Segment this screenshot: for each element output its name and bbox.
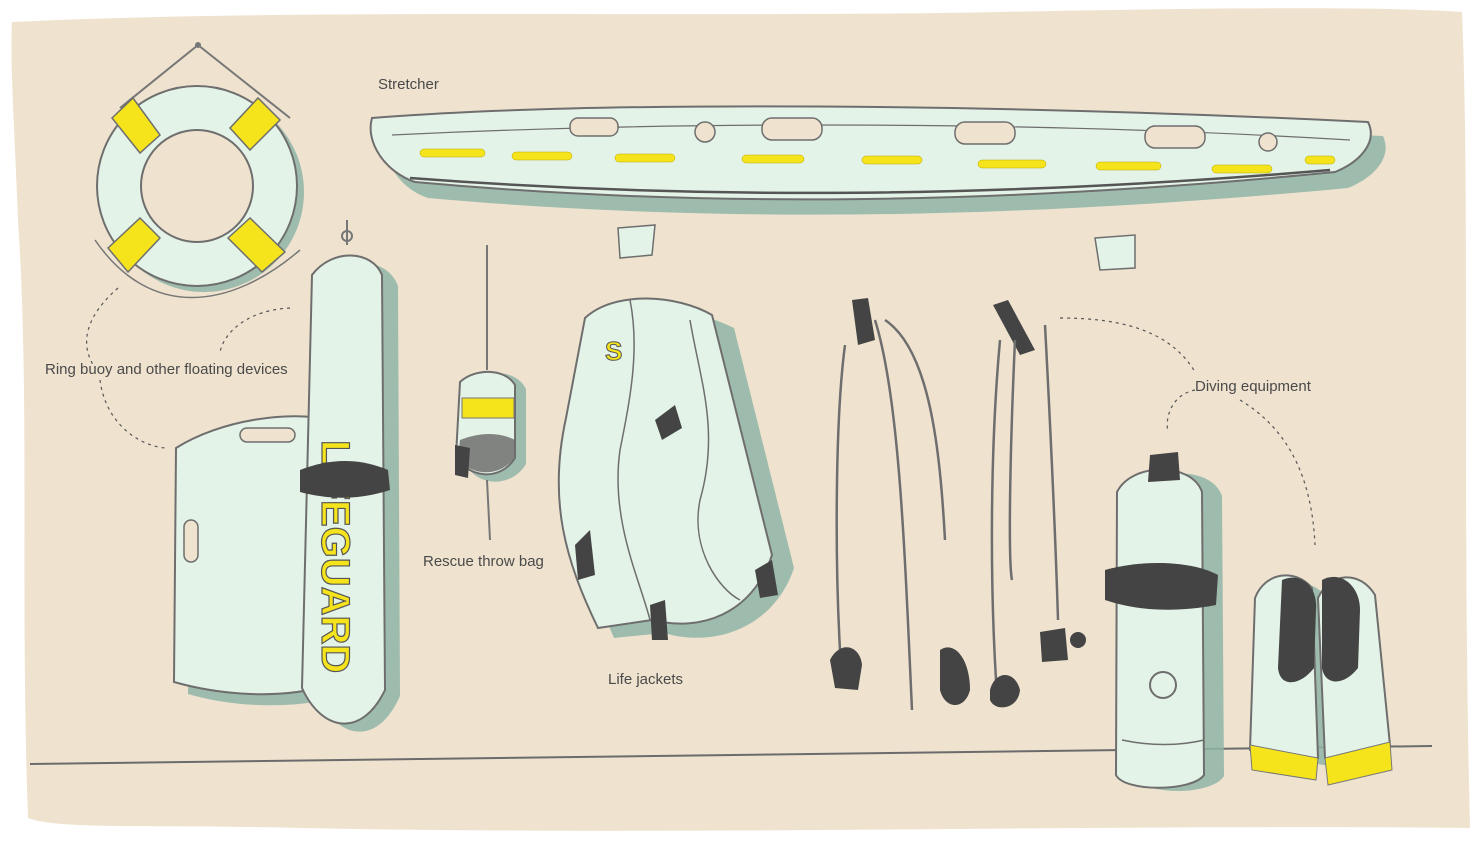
air-tank [1105,452,1224,791]
diving-fins [1248,574,1393,786]
life-jackets-label: Life jackets [608,671,684,688]
throw-bag [454,245,526,541]
rescue-tube: LIFEGUARD [300,220,400,732]
diving-equipment-label: Diving equipment [1195,378,1311,395]
life-jackets: S [557,297,794,640]
stretcher-label: Stretcher [378,76,439,93]
ring-buoy-label: Ring buoy and other floating devices [45,361,288,378]
throw-bag-label: Rescue throw bag [423,553,544,570]
diving-leader-3 [1239,399,1316,546]
diving-leader [1059,317,1196,373]
svg-text:S: S [605,336,622,366]
regulator-set-1 [830,298,970,711]
regulator-set-2 [990,300,1086,708]
ring-buoy-leader-2 [219,307,291,353]
ring-buoy [94,42,304,299]
ring-buoy-leader-3 [99,379,166,449]
stretcher [369,105,1386,271]
